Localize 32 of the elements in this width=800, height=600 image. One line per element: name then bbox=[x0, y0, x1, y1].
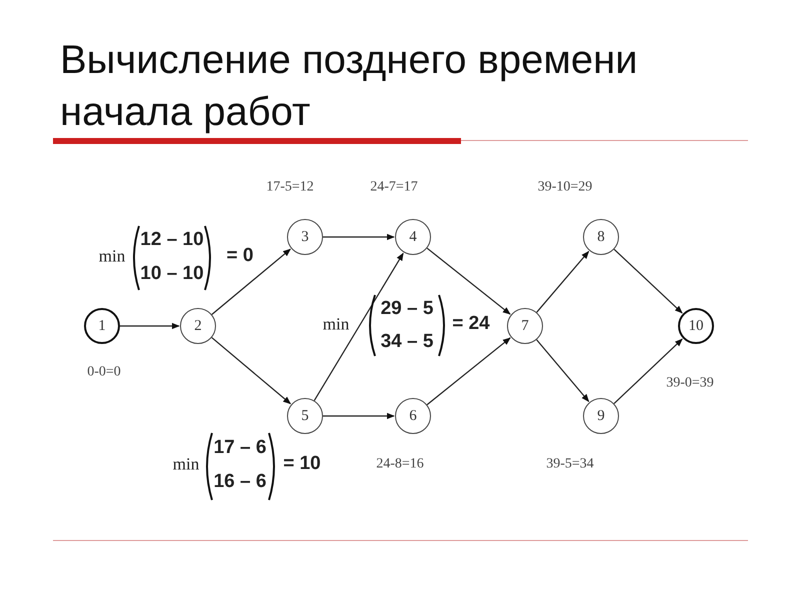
time-calculation: 0-0=0 bbox=[87, 364, 121, 382]
arrow bbox=[120, 322, 180, 330]
arrow bbox=[323, 234, 395, 240]
arrow bbox=[536, 339, 590, 402]
time-calculation: 39-5=34 bbox=[546, 456, 594, 474]
slide-title: Вычисление позднего времени начала работ bbox=[60, 37, 639, 136]
formula-result: = 24 bbox=[452, 312, 490, 336]
arrow bbox=[536, 250, 590, 313]
time-calculation: 17-5=12 bbox=[266, 178, 314, 196]
time-calculation: 24-8=16 bbox=[376, 456, 424, 474]
formula-term: 12 – 10 bbox=[140, 228, 204, 252]
formula-result: = 0 bbox=[226, 244, 254, 268]
arrow bbox=[426, 337, 511, 406]
min-operator: min bbox=[322, 313, 350, 336]
arrow bbox=[614, 338, 683, 404]
arrow bbox=[323, 412, 395, 420]
min-operator: min bbox=[98, 245, 126, 268]
formula-term: 17 – 6 bbox=[214, 436, 266, 460]
arrow bbox=[211, 248, 291, 315]
arrow bbox=[314, 252, 404, 401]
formula-term: 29 – 5 bbox=[380, 296, 434, 321]
formula-term: 16 – 6 bbox=[214, 470, 266, 494]
formula-term: 10 – 10 bbox=[140, 262, 204, 286]
min-operator: min bbox=[172, 453, 200, 476]
arrow bbox=[426, 248, 511, 315]
arrow bbox=[614, 248, 683, 314]
time-calculation: 39-10=29 bbox=[538, 178, 592, 196]
time-calculation: 39-0=39 bbox=[666, 374, 714, 392]
formula-result: = 10 bbox=[283, 452, 321, 476]
time-calculation: 24-7=17 bbox=[370, 178, 418, 196]
formula-term: 34 – 5 bbox=[380, 330, 434, 354]
arrow bbox=[211, 337, 292, 404]
